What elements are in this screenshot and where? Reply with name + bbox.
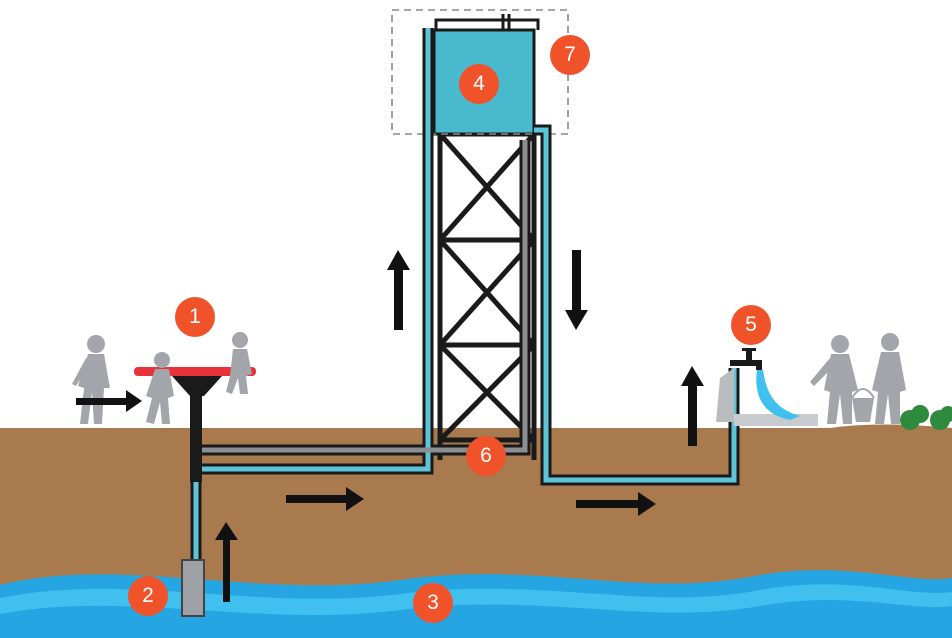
marker-6: 6 (466, 436, 506, 476)
marker-1: 1 (175, 297, 215, 337)
pump-shaft (190, 392, 202, 482)
marker-4: 4 (459, 64, 499, 104)
flow-arrows (76, 250, 704, 602)
bucket-icon (851, 388, 875, 422)
flow-arrow-icon (76, 390, 142, 412)
flow-arrow-icon (286, 487, 364, 511)
person-icon (810, 335, 858, 424)
tap-stand (716, 368, 734, 422)
pipe-network (190, 28, 740, 565)
flow-arrow-icon (576, 492, 656, 516)
tank-vent-pipe (434, 18, 540, 30)
pump-gearbox (172, 376, 222, 396)
marker-2: 2 (128, 576, 168, 616)
flow-arrow-icon (215, 522, 238, 602)
marker-3: 3 (413, 583, 453, 623)
tap-water-stream (756, 370, 800, 420)
marker-5: 5 (731, 305, 771, 345)
marker-7: 7 (550, 35, 590, 75)
person-icon (72, 335, 110, 424)
aquifer-water-band (0, 584, 952, 616)
water-tap-icon (730, 348, 762, 370)
person-icon (226, 332, 252, 394)
shrub-icon (900, 405, 952, 430)
soil-patch-right (818, 424, 952, 440)
borehole-pump (181, 559, 205, 617)
person-icon (146, 352, 174, 424)
tap-basin (734, 414, 818, 426)
person-icon (872, 333, 906, 424)
flow-arrow-icon (387, 250, 410, 330)
overflow-zone-outline (391, 9, 569, 135)
flow-arrow-icon (681, 366, 704, 446)
flow-arrow-icon (565, 250, 588, 330)
